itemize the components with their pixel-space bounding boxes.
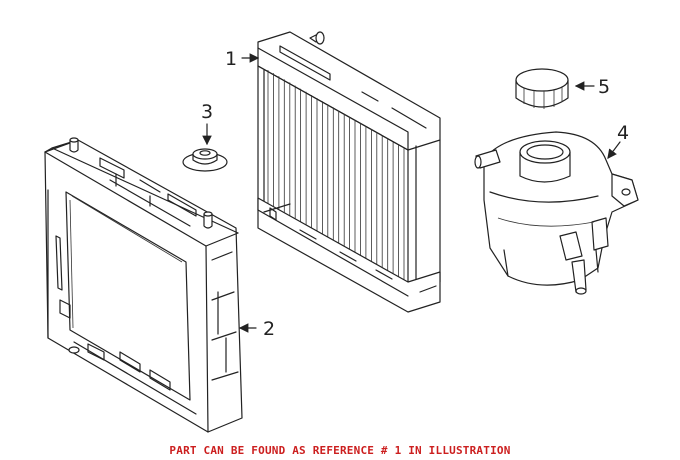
part-1-radiator [257,31,441,313]
callout-arrow-4 [607,141,621,159]
callout-1: 1 [225,48,237,70]
callout-4: 4 [617,122,629,144]
part-3-grommet [182,148,228,172]
part-2-shroud-frame [44,137,243,433]
callout-arrows [202,53,621,333]
callout-2: 2 [263,318,275,340]
part-5-cap [515,68,569,109]
reference-caption: PART CAN BE FOUND AS REFERENCE # 1 IN IL… [169,444,511,457]
callout-3: 3 [201,101,213,123]
callout-5: 5 [598,76,610,98]
part-4-expansion-tank [474,131,639,295]
